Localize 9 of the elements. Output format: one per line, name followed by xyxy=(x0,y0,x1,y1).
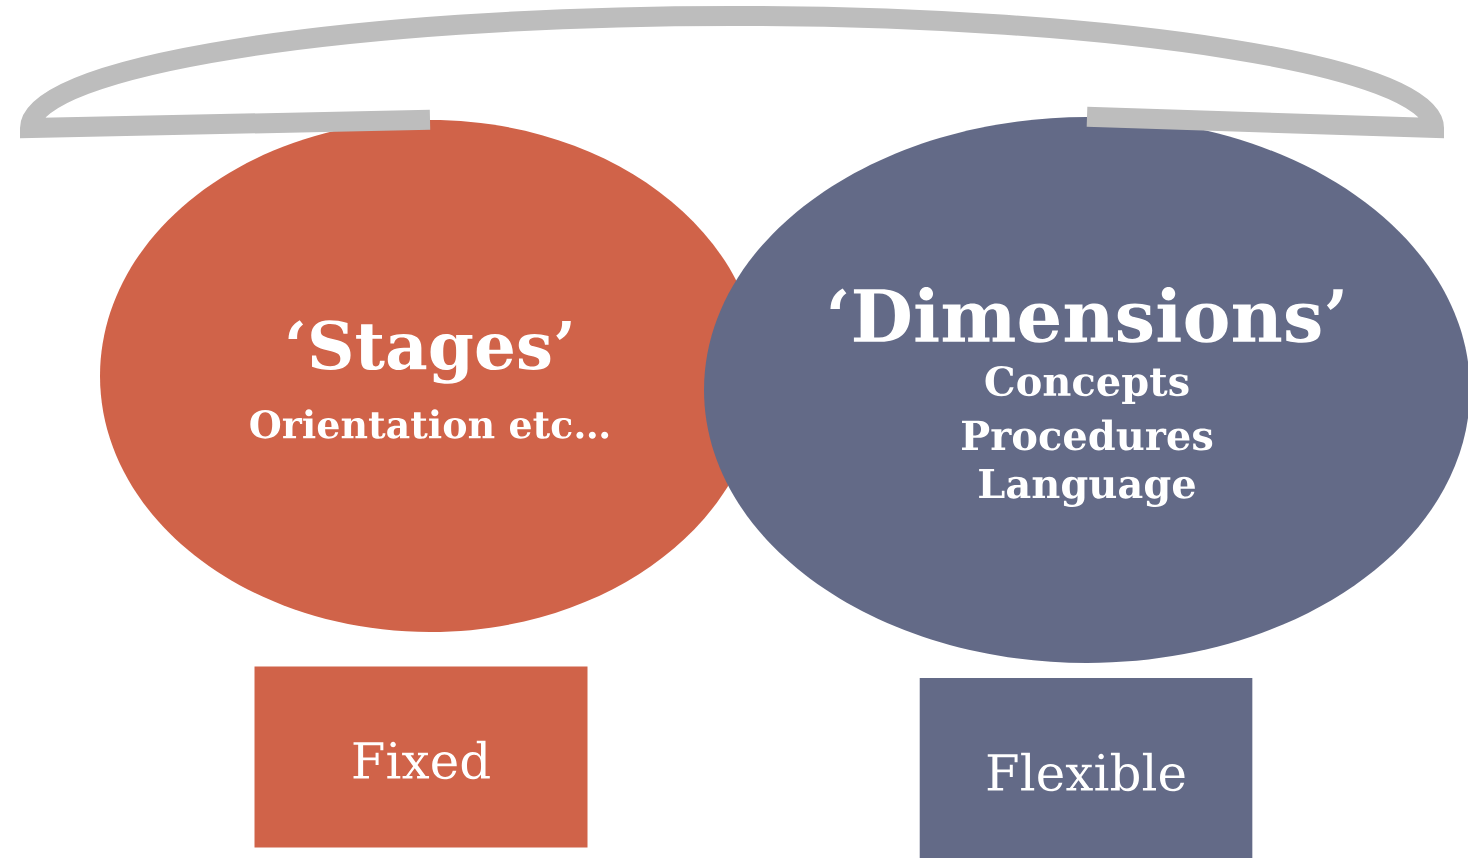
box-label: Fixed xyxy=(353,740,490,780)
heading: ‘Stages’ xyxy=(288,320,571,384)
item-text: Language xyxy=(979,468,1195,507)
item-text: Orientation etc… xyxy=(250,409,609,439)
box-label: Flexible xyxy=(987,752,1185,792)
item-text: Concepts xyxy=(985,366,1189,404)
item-text: Procedures xyxy=(962,419,1213,451)
heading: ‘Dimensions’ xyxy=(830,287,1343,343)
curved-band xyxy=(20,6,1444,138)
